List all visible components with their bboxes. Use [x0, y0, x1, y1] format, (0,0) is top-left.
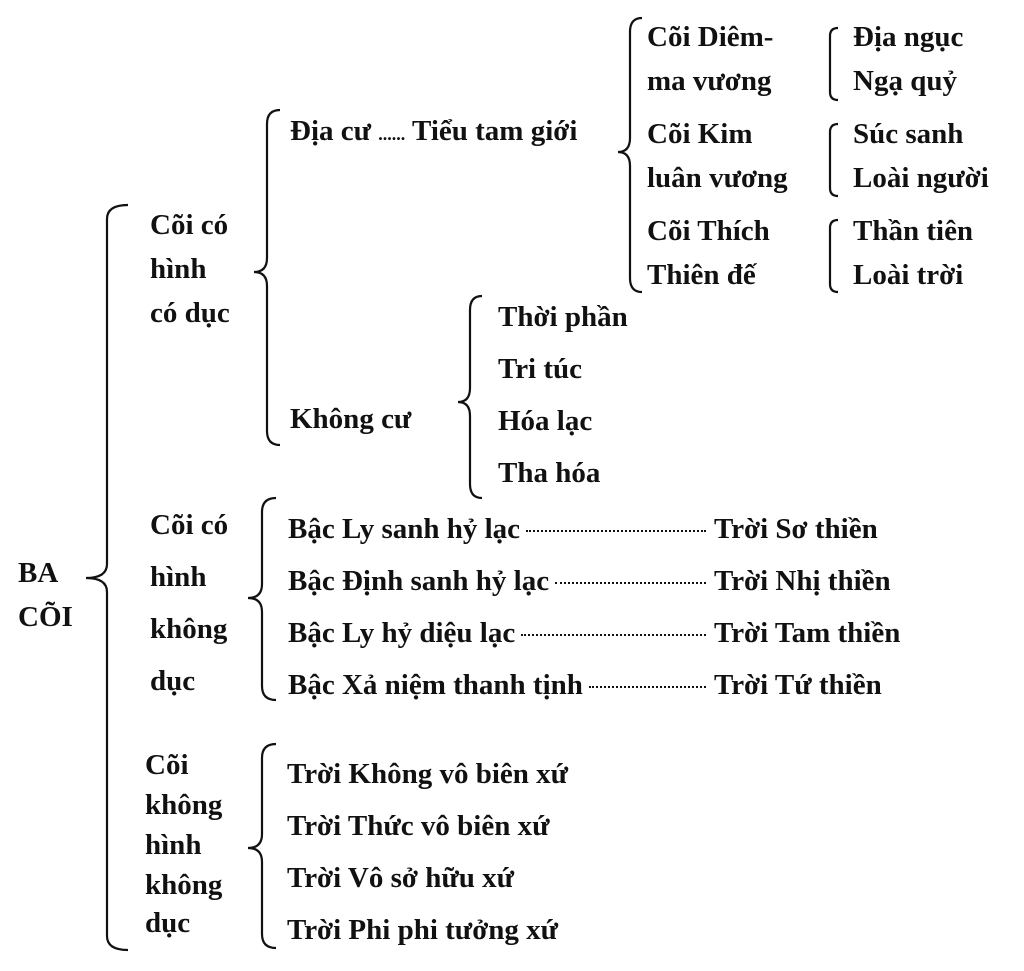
heaven-name: Thiên đế	[647, 259, 756, 291]
stage-label: Bậc Định sanh hỷ lạc	[288, 565, 550, 597]
realm3-title: hình	[145, 829, 202, 861]
dhyana-row: Bậc Định sanh hỷ lạc	[288, 564, 714, 598]
heaven-label: Trời Sơ thiền	[714, 513, 878, 545]
formless-heaven: Trời Không vô biên xứ	[287, 758, 569, 790]
being: Địa ngục	[853, 21, 964, 53]
khong-cu-item: Thời phần	[498, 301, 628, 333]
dotted-leader	[588, 686, 706, 688]
realm3-title: Cõi	[145, 749, 189, 781]
heaven-name: luân vương	[647, 162, 788, 194]
being: Ngạ quỷ	[853, 65, 957, 97]
heaven-name: Cõi Diêm-	[647, 21, 774, 53]
stage-label: Bậc Ly hỷ diệu lạc	[288, 617, 516, 649]
khong-cu-item: Tri túc	[498, 353, 583, 385]
heaven-label: Trời Nhị thiền	[714, 565, 891, 597]
leader: ......	[378, 124, 406, 144]
khong-cu-item: Tha hóa	[498, 457, 601, 489]
realm1-title: có dục	[150, 297, 230, 329]
root-label-1: BA	[18, 557, 59, 589]
realm3-title: không	[145, 869, 223, 901]
khong-cu-brace	[457, 294, 483, 500]
dotted-leader	[555, 582, 706, 584]
tieu-tam-gioi: Tiểu tam giới	[412, 115, 578, 147]
realm2-title: hình	[150, 561, 207, 593]
stage-label: Bậc Ly sanh hỷ lạc	[288, 513, 521, 545]
heaven-label: Trời Tứ thiền	[714, 669, 882, 701]
realm3-title: dục	[145, 907, 191, 939]
heaven-label: Trời Tam thiền	[714, 617, 901, 649]
heaven-name: Cõi Kim	[647, 118, 753, 150]
dhyana-row: Bậc Ly sanh hỷ lạc	[288, 512, 714, 546]
heaven-name: ma vương	[647, 65, 772, 97]
khong-cu-item: Hóa lạc	[498, 405, 593, 437]
root-label-2: CÕI	[18, 601, 73, 633]
root-brace	[85, 203, 129, 952]
beings-bracket	[828, 218, 839, 294]
realm1-title: hình	[150, 253, 207, 285]
beings-bracket	[828, 122, 839, 198]
khong-cu-label: Không cư	[290, 403, 412, 435]
formless-heaven: Trời Vô sở hữu xứ	[287, 862, 515, 894]
dhyana-row: Bậc Ly hỷ diệu lạc	[288, 616, 714, 650]
being: Súc sanh	[853, 118, 964, 150]
formless-heaven: Trời Phi phi tưởng xứ	[287, 914, 559, 946]
beings-bracket	[828, 26, 839, 102]
realm2-title: Cõi có	[150, 509, 229, 541]
dotted-leader	[521, 634, 706, 636]
dhyana-row: Bậc Xả niệm thanh tịnh	[288, 668, 714, 702]
being: Thần tiên	[853, 215, 974, 247]
realm2-brace	[247, 496, 277, 702]
being: Loài người	[853, 162, 989, 194]
formless-heaven: Trời Thức vô biên xứ	[287, 810, 550, 842]
stage-label: Bậc Xả niệm thanh tịnh	[288, 669, 583, 701]
dia-cu-brace	[617, 16, 643, 294]
being: Loài trời	[853, 259, 964, 291]
realm3-brace	[247, 742, 277, 950]
realm2-title: không	[150, 613, 228, 645]
realm2-title: dục	[150, 665, 196, 697]
dotted-leader	[526, 530, 706, 532]
heaven-name: Cõi Thích	[647, 215, 770, 247]
dia-cu: Địa cư	[290, 115, 372, 147]
realm1-brace	[253, 108, 281, 447]
realm1-title: Cõi có	[150, 209, 229, 241]
realm3-title: không	[145, 789, 223, 821]
dia-cu-label: Địa cư ...... Tiểu tam giới	[290, 114, 577, 151]
